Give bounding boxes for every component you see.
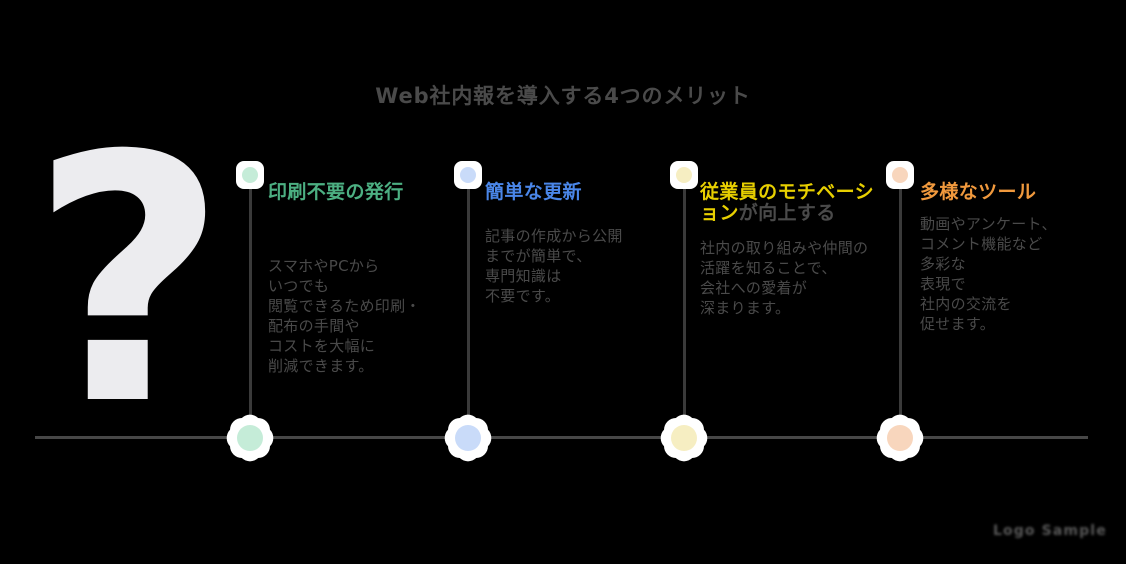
column-body-2: 記事の作成から公開 までが簡単で、 専門知識は 不要です。 (485, 226, 623, 306)
timeline-node-3 (655, 409, 713, 467)
body-line: 不要です。 (485, 287, 561, 305)
milestone-top-badge-1 (236, 161, 264, 189)
body-line: 閲覧できるため印刷・ (268, 297, 421, 315)
timeline-stem-1 (249, 188, 252, 438)
column-body-3: 社内の取り組みや仲間の 活躍を知ることで、 会社への愛着が 深まります。 (700, 238, 868, 318)
column-body-1: スマホやPCから いつでも 閲覧できるため印刷・ 配布の手間や コストを大幅に … (268, 256, 421, 376)
heading-highlight: 従業員のモチベーション (700, 181, 875, 224)
milestone-top-dot-orange (892, 167, 908, 183)
milestone-top-badge-4 (886, 161, 914, 189)
milestone-top-dot-blue (460, 167, 476, 183)
milestone-top-dot-yellow (676, 167, 692, 183)
timeline-node-dot-blue (455, 425, 481, 451)
timeline-stem-4 (899, 188, 902, 438)
body-line: 促せます。 (920, 315, 996, 333)
body-line: 社内の取り組みや仲間の (700, 239, 869, 257)
milestone-top-badge-3 (670, 161, 698, 189)
column-heading-1: 印刷不要の発行 (268, 181, 404, 203)
body-line: いつでも (268, 277, 330, 295)
milestone-top-badge-2 (454, 161, 482, 189)
body-line: までが簡単で、 (485, 247, 592, 265)
column-heading-3: 従業員のモチベーションが向上する (700, 182, 886, 224)
body-line: 活躍を知ることで、 (700, 259, 837, 277)
timeline-node-1 (221, 409, 279, 467)
timeline-stem-2 (467, 188, 470, 438)
body-line: 記事の作成から公開 (485, 227, 623, 245)
timeline-node-4 (871, 409, 929, 467)
milestone-top-dot-green (242, 167, 258, 183)
column-heading-4: 多様なツール (920, 181, 1037, 203)
timeline-axis (35, 436, 1088, 439)
column-heading-2: 簡単な更新 (485, 181, 582, 203)
body-line: 表現で (920, 275, 966, 293)
timeline-stem-3 (683, 188, 686, 438)
timeline-node-dot-green (237, 425, 263, 451)
body-line: 動画やアンケート、 (920, 215, 1057, 233)
watermark-logo: Logo Sample (993, 523, 1107, 539)
body-line: 削減できます。 (268, 357, 374, 375)
timeline-node-dot-yellow (671, 425, 697, 451)
column-body-4: 動画やアンケート、 コメント機能など 多彩な 表現で 社内の交流を 促せます。 (920, 214, 1057, 334)
body-line: スマホやPCから (268, 257, 380, 275)
question-mark-graphic: ? (30, 84, 228, 480)
body-line: 深まります。 (700, 299, 791, 317)
body-line: 会社への愛着が (700, 279, 808, 297)
body-line: コメント機能など (920, 235, 1043, 253)
body-line: 専門知識は (485, 267, 562, 285)
page-title: Web社内報を導入する4つのメリット (375, 84, 751, 108)
body-line: 配布の手間や (268, 317, 360, 335)
timeline-node-dot-orange (887, 425, 913, 451)
body-line: 多彩な (920, 255, 966, 273)
timeline-node-2 (439, 409, 497, 467)
heading-suffix: が向上する (738, 202, 836, 224)
body-line: コストを大幅に (268, 337, 376, 355)
body-line: 社内の交流を (920, 295, 1012, 313)
